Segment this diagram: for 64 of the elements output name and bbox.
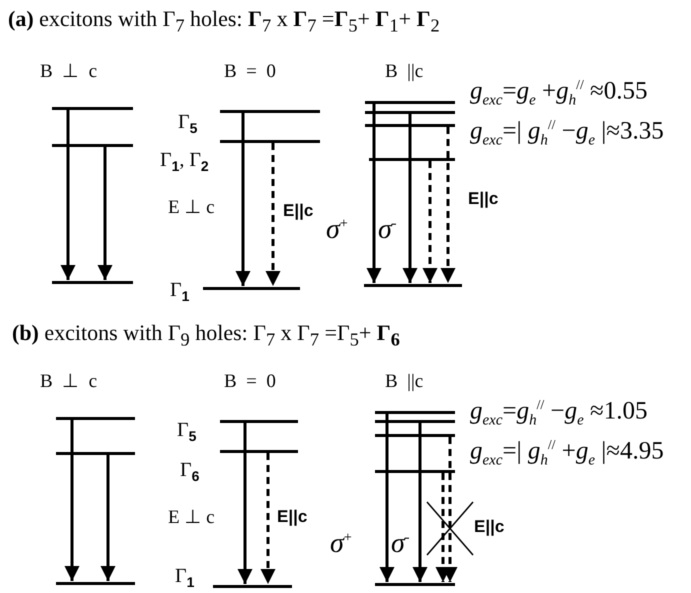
energy-level <box>375 420 455 423</box>
transition-arrow <box>236 113 250 286</box>
field-condition-label: B = 0 <box>224 372 276 391</box>
energy-level <box>365 111 455 114</box>
energy-level <box>364 284 462 287</box>
level-label: Γ$_{1}$, Γ$_{2}$ <box>160 150 209 173</box>
field-condition-label: B ||c <box>385 372 424 391</box>
energy-level <box>375 434 455 437</box>
field-condition-label: B ⊥ c <box>40 372 98 391</box>
field-condition-label: B ||c <box>385 62 424 81</box>
g-factor-formula: g$_{exc}$=| g$_{h}$$^{//}$ +g$_{e}$ |≈4.95 <box>470 438 664 468</box>
polarization-label: E||c <box>474 518 504 535</box>
energy-level <box>220 140 320 143</box>
energy-level <box>369 158 455 161</box>
energy-level <box>52 107 133 110</box>
g-factor-formula: g$_{exc}$=g$_{e}$ +g$_{h}$$^{//}$ ≈0.55 <box>470 78 648 108</box>
polarization-label: E ⊥ c <box>168 198 215 217</box>
dashed-transition-arrow <box>422 161 438 283</box>
polarization-label: σ$^{+}$ <box>330 530 352 558</box>
polarization-label: E||c <box>468 190 498 207</box>
transition-arrow <box>60 110 76 280</box>
energy-level <box>52 281 133 284</box>
level-label: Γ$_{1}$ <box>170 280 190 303</box>
energy-level <box>203 287 300 290</box>
polarization-label: E||c <box>277 508 308 525</box>
polarization-label: σ$^{+}$ <box>326 216 348 244</box>
energy-level <box>220 450 298 453</box>
polarization-label: σ$^{-}$ <box>378 216 396 244</box>
level-label: Γ$_{5}$ <box>177 420 196 443</box>
transition-arrow <box>412 423 428 582</box>
energy-level <box>375 411 455 414</box>
energy-level <box>220 420 298 423</box>
energy-level <box>56 452 135 455</box>
dashed-transition-arrow <box>440 127 456 283</box>
transition-arrow <box>402 114 418 283</box>
transition-arrow <box>100 455 116 581</box>
field-condition-label: B = 0 <box>224 62 276 81</box>
transition-arrow <box>380 414 394 582</box>
energy-level <box>220 110 320 113</box>
polarization-label: E ⊥ c <box>168 508 215 527</box>
g-factor-formula: g$_{exc}$=| g$_{h}$$^{//}$ −g$_{e}$ |≈3.35 <box>470 118 664 148</box>
transition-arrow <box>98 147 112 280</box>
polarization-label: σ$^{-}$ <box>391 530 410 558</box>
level-label: Γ$_{1}$ <box>175 566 194 589</box>
energy-level <box>52 144 133 147</box>
energy-level <box>365 124 455 127</box>
transition-arrow <box>64 420 80 581</box>
dashed-transition-arrow <box>260 453 276 584</box>
field-condition-label: B ⊥ c <box>40 62 98 81</box>
energy-level <box>365 101 455 104</box>
g-factor-formula: g$_{exc}$=g$_{h}$$^{//}$ −g$_{e}$ ≈1.05 <box>470 398 648 428</box>
energy-level <box>56 417 135 420</box>
transition-arrow <box>366 104 382 283</box>
transition-arrow <box>238 423 252 584</box>
energy-level <box>213 585 292 588</box>
polarization-label: E||c <box>283 202 314 219</box>
level-label: Γ$_{5}$ <box>178 112 198 135</box>
energy-level <box>375 470 455 473</box>
energy-level <box>56 582 135 585</box>
level-label: Γ$_{6}$ <box>180 460 200 483</box>
energy-level <box>375 583 455 586</box>
dashed-transition-arrow <box>266 143 280 286</box>
panel-heading: (b) excitons with Γ$_{9}$ holes: Γ$_{7}$ x Γ$_{7}$ =Γ$_{5}$+ Γ$_{6}$ <box>12 322 400 349</box>
panel-heading: (a) excitons with Γ$_{7}$ holes: Γ$_{7}$ x Γ$_{7}$ =Γ$_{5}$+ Γ$_{1}$+ Γ$_{2}$ <box>8 8 440 35</box>
